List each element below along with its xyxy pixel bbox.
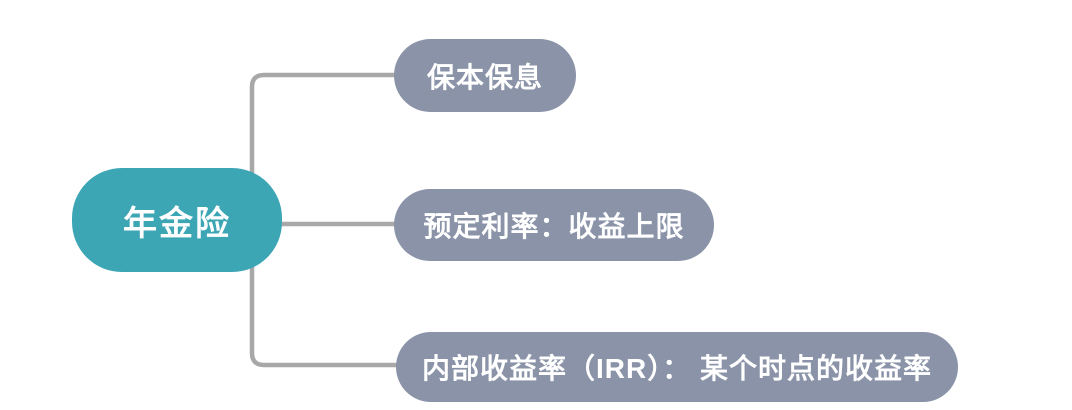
- root-node-annuity-insurance[interactable]: 年金险: [72, 168, 282, 272]
- branch-node-label: 内部收益率（IRR）： 某个时点的收益率: [421, 353, 932, 384]
- branch-node-label: 保本保息: [426, 61, 543, 93]
- branch-node-label: 预定利率：收益上限: [423, 211, 685, 242]
- branch-node-guaranteed-principal-interest[interactable]: 保本保息: [394, 39, 576, 112]
- root-node-label: 年金险: [123, 204, 231, 243]
- branch-node-irr[interactable]: 内部收益率（IRR）： 某个时点的收益率: [396, 332, 958, 402]
- branch-node-predetermined-rate[interactable]: 预定利率：收益上限: [394, 189, 714, 261]
